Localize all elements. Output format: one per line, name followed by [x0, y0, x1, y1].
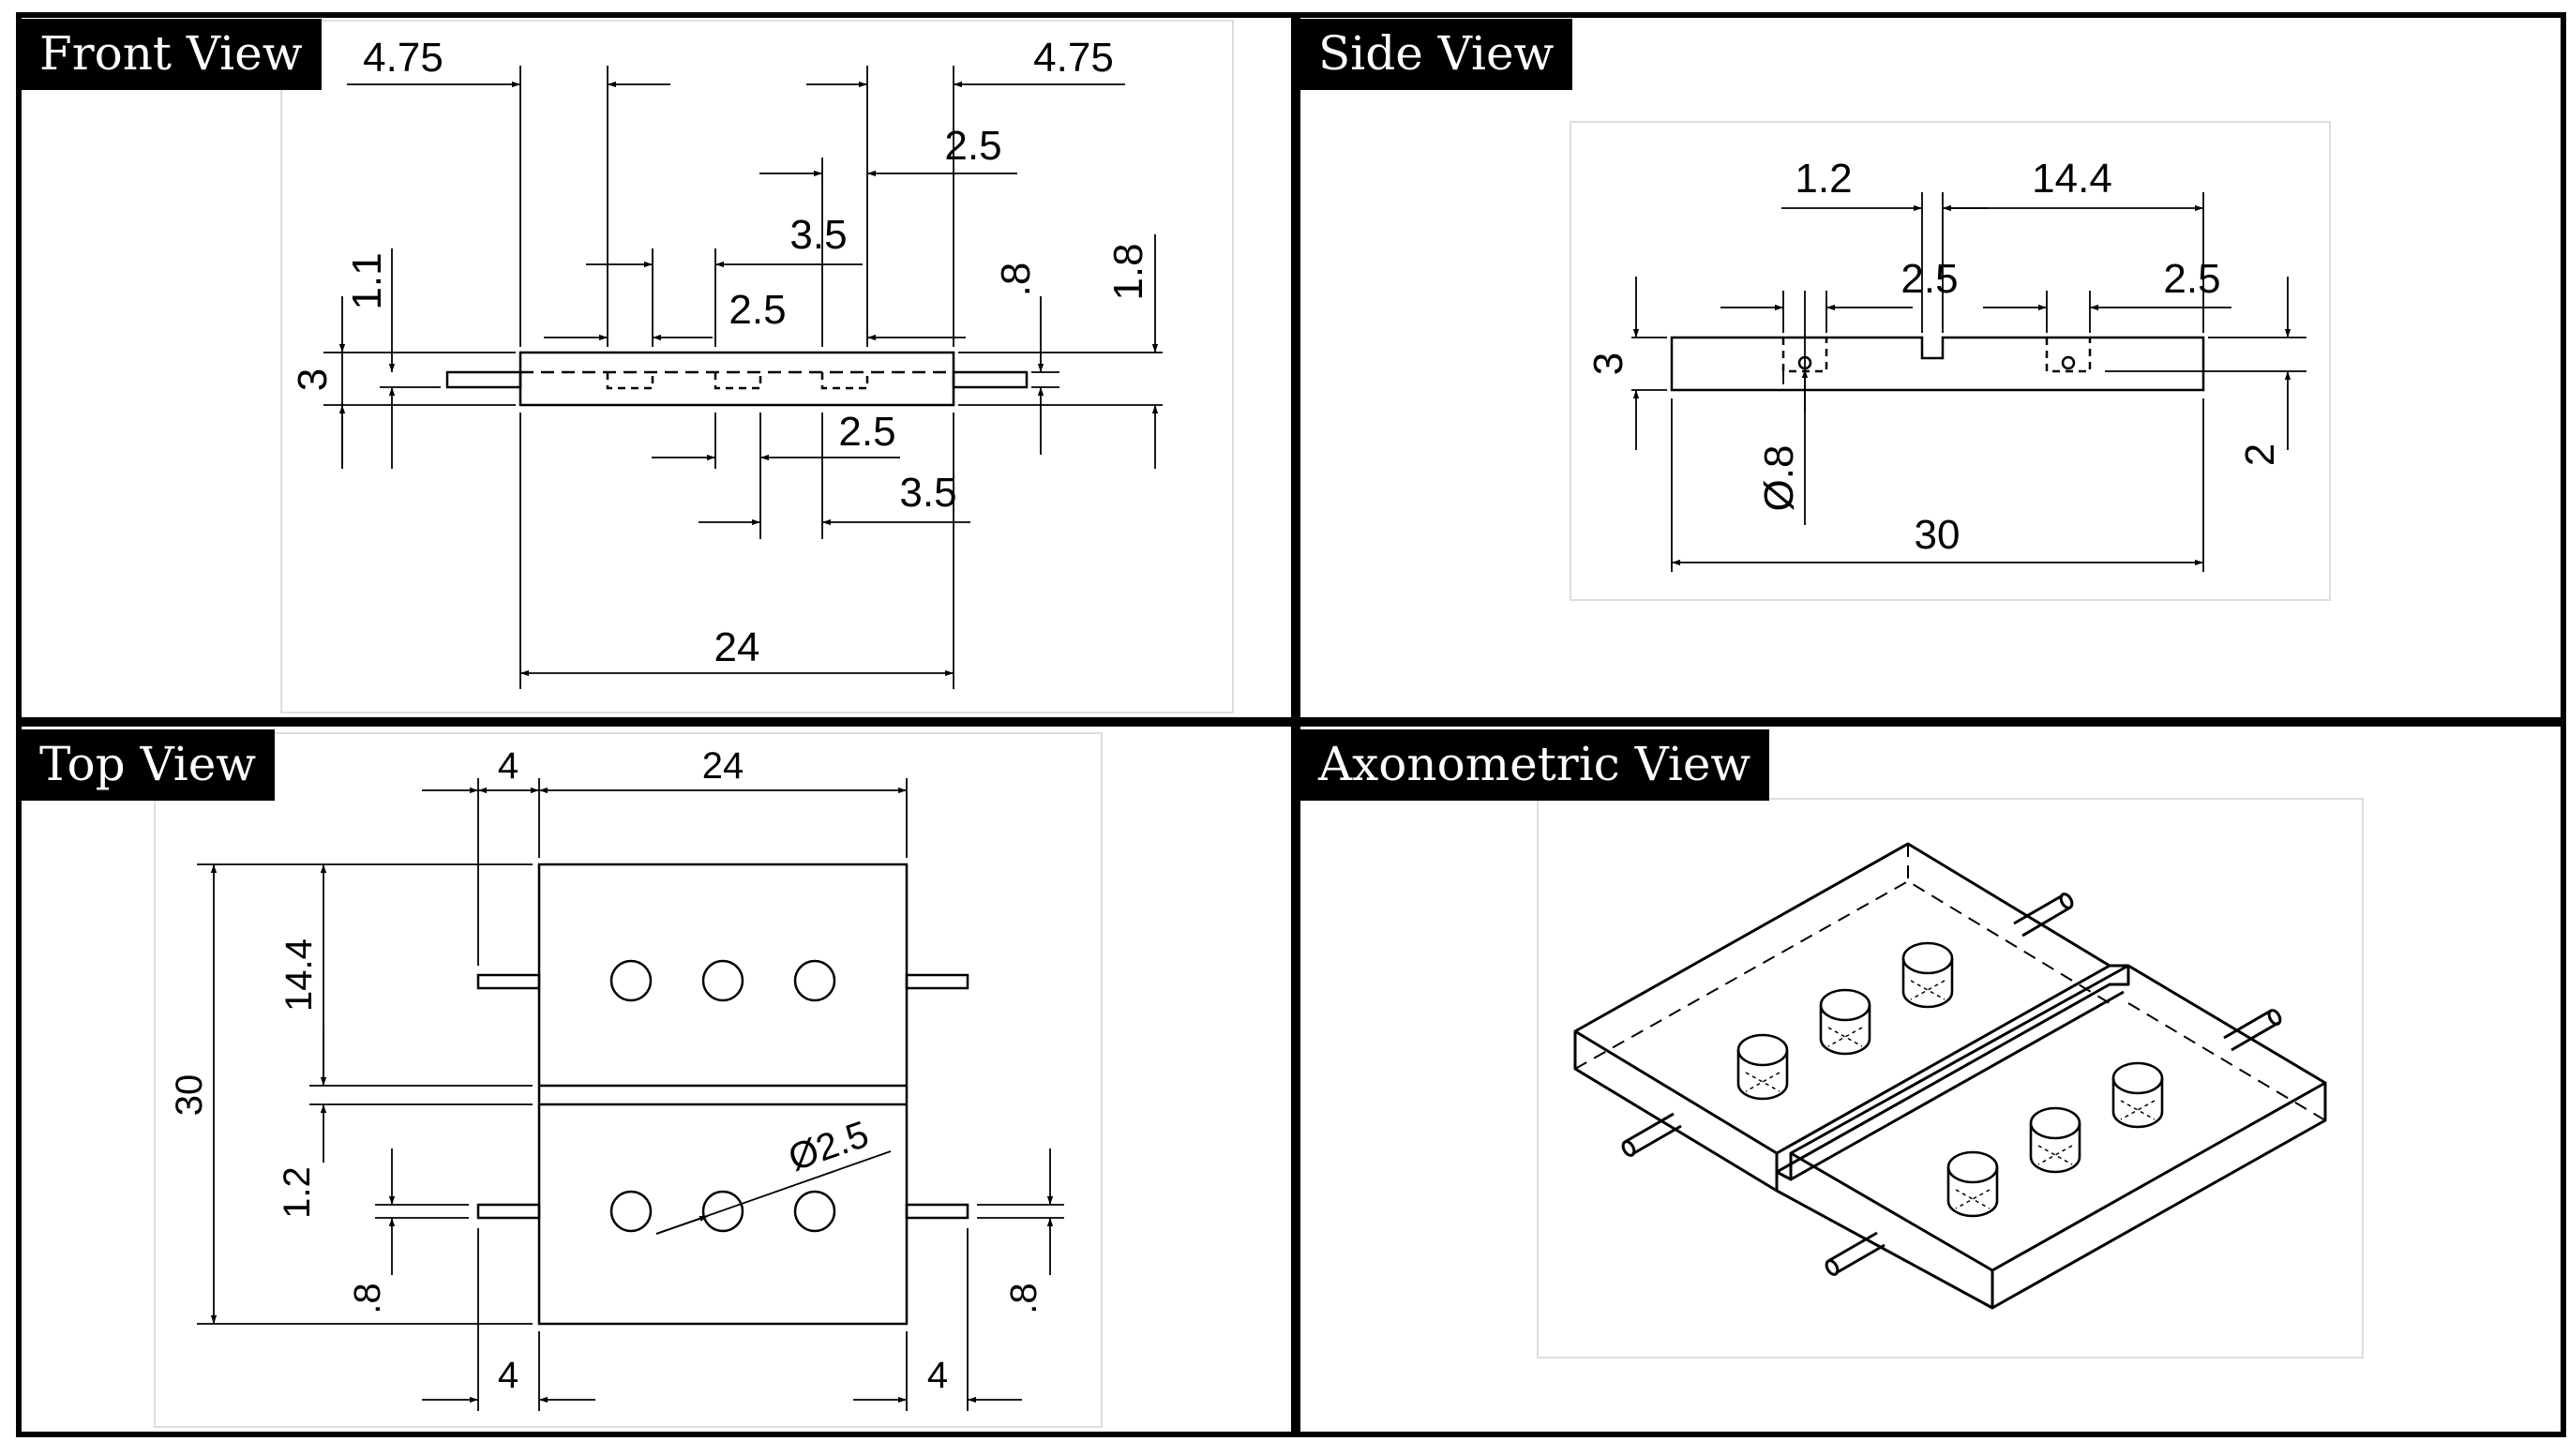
front-pin-right [952, 370, 1029, 389]
side-body [1670, 336, 2205, 392]
top-hole [701, 1190, 744, 1233]
panel-frames [16, 12, 2566, 1437]
top-body [537, 863, 909, 1326]
axo-view-frame [1295, 721, 2566, 1437]
front-view [323, 66, 1163, 689]
dim-label: 2.5 [729, 287, 786, 333]
dim-label: .8 [347, 1283, 388, 1313]
dim-label: 24 [714, 624, 760, 670]
top-hole [609, 1190, 653, 1233]
dim-label: 4.75 [1033, 35, 1114, 81]
dim-label: 4 [927, 1355, 948, 1396]
top-view-frame [16, 721, 1297, 1437]
dim-label: 1.2 [1795, 156, 1852, 202]
dim-label: 14.4 [2032, 156, 2112, 202]
dim-label: 2 [2237, 443, 2283, 466]
axo-top-left-slab [1573, 842, 2111, 1155]
side-view-labels: 1.2 14.4 2.5 2.5 3 Ø.8 30 2 [1585, 156, 2283, 558]
top-pin [905, 973, 969, 990]
front-view-labels: 4.75 4.75 2.5 3.5 2.5 1.1 3 .8 1.8 2.5 3… [290, 35, 1151, 670]
axonometric-view-title: Axonometric View [1300, 729, 1770, 801]
top-view [197, 778, 1064, 1411]
top-pin [476, 1203, 541, 1220]
dim-label: 4.75 [363, 35, 443, 81]
dim-label: 3 [1585, 353, 1631, 375]
dim-label: 2.5 [2163, 256, 2220, 302]
dim-label: 24 [702, 745, 744, 787]
front-pin-left [445, 370, 522, 389]
top-hole [609, 959, 653, 1002]
sheet-borders [154, 20, 2364, 1428]
side-view-frame [1295, 12, 2566, 723]
dim-label: 1.1 [344, 252, 390, 309]
side-view-title: Side View [1300, 19, 1573, 90]
axonometric-view [1573, 842, 2327, 1310]
dim-label: 2.5 [944, 123, 1001, 169]
top-pin [905, 1203, 969, 1220]
top-hole [793, 1190, 836, 1233]
side-view [1631, 192, 2306, 572]
dim-label: 30 [1915, 512, 1961, 558]
dim-label: Ø2.5 [784, 1114, 874, 1179]
top-view-title: Top View [21, 729, 276, 801]
front-body [518, 351, 955, 407]
dim-label: 4 [498, 745, 518, 787]
top-pin [476, 973, 541, 990]
dim-label: 2.5 [838, 409, 895, 455]
front-view-title: Front View [21, 19, 322, 90]
dim-label: 14.4 [278, 938, 320, 1012]
dim-label: 3 [290, 368, 336, 391]
top-view-labels: 4 24 14.4 30 1.2 .8 .8 Ø2.5 4 4 [169, 745, 1044, 1396]
dim-label: 2.5 [1900, 256, 1958, 302]
front-view-frame [16, 12, 1297, 723]
top-hole [793, 959, 836, 1002]
dim-label: 3.5 [899, 470, 956, 516]
dim-label: 4 [498, 1355, 518, 1396]
dim-label: 1.8 [1105, 243, 1151, 300]
top-hole [701, 959, 744, 1002]
dim-label: .8 [993, 263, 1039, 297]
dim-label: .8 [1003, 1283, 1044, 1313]
dim-label: 1.2 [277, 1166, 318, 1219]
dim-label: Ø.8 [1756, 445, 1802, 512]
dim-label: 30 [169, 1074, 210, 1117]
dim-label: 3.5 [789, 212, 847, 258]
